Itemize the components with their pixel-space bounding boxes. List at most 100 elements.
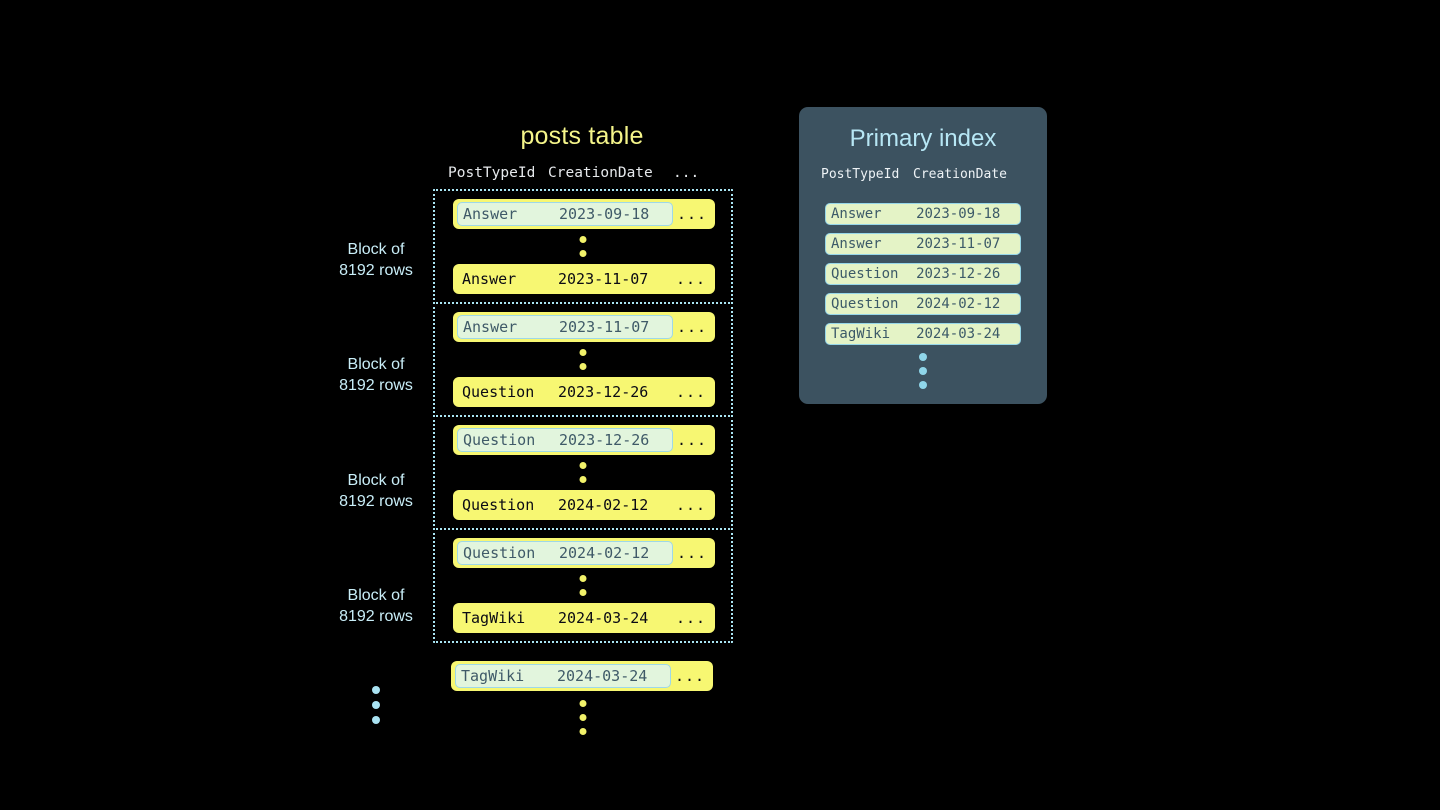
dot-icon xyxy=(579,714,587,721)
dot-icon xyxy=(919,367,927,375)
column-header-posttypeid: PostTypeId xyxy=(821,167,900,182)
index-row: Answer 2023-09-18 xyxy=(825,203,1021,225)
block-label-line2: 8192 rows xyxy=(339,493,413,510)
dot-icon xyxy=(372,701,380,709)
cell-posttypeid: Answer xyxy=(462,270,517,288)
cell-posttypeid: Answer xyxy=(463,205,518,223)
row-cells: Answer 2023-11-07 xyxy=(457,270,671,288)
cell-creationdate: 2023-09-18 xyxy=(559,205,650,223)
cell-posttypeid: TagWiki xyxy=(462,609,526,627)
cell-more: ... xyxy=(676,205,708,223)
cell-more: ... xyxy=(675,383,707,401)
row-highlight-box: Question 2023-12-26 xyxy=(457,428,673,452)
trailing-row-container: TagWiki 2024-03-24 ... xyxy=(433,661,733,691)
block-label-line2: 8192 rows xyxy=(339,377,413,394)
index-row: Question 2023-12-26 xyxy=(825,263,1021,285)
cell-creationdate: 2023-09-18 xyxy=(916,206,1001,222)
cell-posttypeid: Question xyxy=(463,431,536,449)
block-label-line1: Block of xyxy=(347,587,405,604)
cell-creationdate: 2024-02-12 xyxy=(559,544,650,562)
table-block: Question 2024-02-12 ... TagWiki 2024-03-… xyxy=(433,528,733,643)
cell-more: ... xyxy=(676,431,708,449)
dot-icon xyxy=(372,716,380,724)
cell-creationdate: 2024-03-24 xyxy=(916,326,1001,342)
table-row: TagWiki 2024-03-24 ... xyxy=(453,603,715,633)
row-highlight-box: TagWiki 2024-03-24 xyxy=(455,664,671,688)
dot-icon xyxy=(579,728,587,735)
row-highlight-box: Answer 2023-11-07 xyxy=(457,315,673,339)
cell-more: ... xyxy=(674,667,706,685)
dot-icon xyxy=(372,686,380,694)
table-row: Answer 2023-09-18 ... xyxy=(453,199,715,229)
column-header-posttypeid: PostTypeId xyxy=(448,165,536,181)
table-row: Answer 2023-11-07 ... xyxy=(453,312,715,342)
index-row: Question 2024-02-12 xyxy=(825,293,1021,315)
primary-index-rows: Answer 2023-09-18 Answer 2023-11-07 Ques… xyxy=(825,203,1021,345)
block-label-line1: Block of xyxy=(347,472,405,489)
primary-index-column-headers: PostTypeId CreationDate xyxy=(821,167,1031,182)
cell-posttypeid: Answer xyxy=(831,206,882,222)
cell-creationdate: 2023-12-26 xyxy=(559,431,650,449)
cell-posttypeid: Question xyxy=(831,266,899,282)
block-label-line1: Block of xyxy=(347,356,405,373)
cell-posttypeid: Question xyxy=(463,544,536,562)
dot-icon xyxy=(579,363,587,370)
table-row: Question 2023-12-26 ... xyxy=(453,377,715,407)
block-label-1: Block of 8192 rows xyxy=(306,239,446,281)
row-highlight-box: Question 2024-02-12 xyxy=(457,541,673,565)
dot-icon xyxy=(579,589,587,596)
cell-posttypeid: TagWiki xyxy=(461,667,525,685)
cell-creationdate: 2023-11-07 xyxy=(559,318,650,336)
cell-more: ... xyxy=(675,496,707,514)
row-cells: Question 2024-02-12 xyxy=(457,496,671,514)
primary-index-panel: Primary index PostTypeId CreationDate An… xyxy=(799,107,1047,404)
table-continuation-dots xyxy=(433,700,733,738)
table-block: Answer 2023-11-07 ... Question 2023-12-2… xyxy=(433,302,733,417)
cell-creationdate: 2024-02-12 xyxy=(558,496,649,514)
table-row: Question 2024-02-12 ... xyxy=(453,490,715,520)
dot-icon xyxy=(579,700,587,707)
dot-icon xyxy=(919,353,927,361)
block-label-2: Block of 8192 rows xyxy=(306,354,446,396)
cell-creationdate: 2024-03-24 xyxy=(557,667,648,685)
block-label-line1: Block of xyxy=(347,241,405,258)
dot-icon xyxy=(919,381,927,389)
dot-icon xyxy=(579,575,587,582)
cell-creationdate: 2023-12-26 xyxy=(558,383,649,401)
vertical-ellipsis-dots xyxy=(579,700,587,735)
row-highlight-box: Answer 2023-09-18 xyxy=(457,202,673,226)
cell-posttypeid: Answer xyxy=(463,318,518,336)
cell-creationdate: 2024-02-12 xyxy=(916,296,1001,312)
cell-posttypeid: Question xyxy=(831,296,899,312)
table-row: Question 2024-02-12 ... xyxy=(453,538,715,568)
cell-more: ... xyxy=(675,270,707,288)
table-block: Question 2023-12-26 ... Question 2024-02… xyxy=(433,415,733,530)
posts-table-title: posts table xyxy=(520,122,644,150)
dot-icon xyxy=(579,462,587,469)
block-label-line2: 8192 rows xyxy=(339,262,413,279)
cell-creationdate: 2023-11-07 xyxy=(916,236,1001,252)
primary-index-title: Primary index xyxy=(849,125,997,152)
block-label-3: Block of 8192 rows xyxy=(306,470,446,512)
dot-icon xyxy=(579,476,587,483)
dot-icon xyxy=(579,250,587,257)
index-row: Answer 2023-11-07 xyxy=(825,233,1021,255)
index-continuation-dots xyxy=(799,353,1047,389)
cell-creationdate: 2023-12-26 xyxy=(916,266,1001,282)
index-row: TagWiki 2024-03-24 xyxy=(825,323,1021,345)
posts-table-column-headers: PostTypeId CreationDate ... xyxy=(448,165,718,181)
posts-table-blocks: Answer 2023-09-18 ... Answer 2023-11-07 … xyxy=(433,189,733,643)
blocks-continuation-dots xyxy=(356,686,396,724)
column-header-creationdate: CreationDate xyxy=(548,165,653,181)
block-label-line2: 8192 rows xyxy=(339,608,413,625)
cell-more: ... xyxy=(675,609,707,627)
dot-icon xyxy=(579,349,587,356)
cell-posttypeid: TagWiki xyxy=(831,326,891,342)
cell-more: ... xyxy=(676,318,708,336)
cell-creationdate: 2023-11-07 xyxy=(558,270,649,288)
table-row: Question 2023-12-26 ... xyxy=(453,425,715,455)
cell-posttypeid: Question xyxy=(462,496,535,514)
cell-posttypeid: Question xyxy=(462,383,535,401)
dot-icon xyxy=(579,236,587,243)
